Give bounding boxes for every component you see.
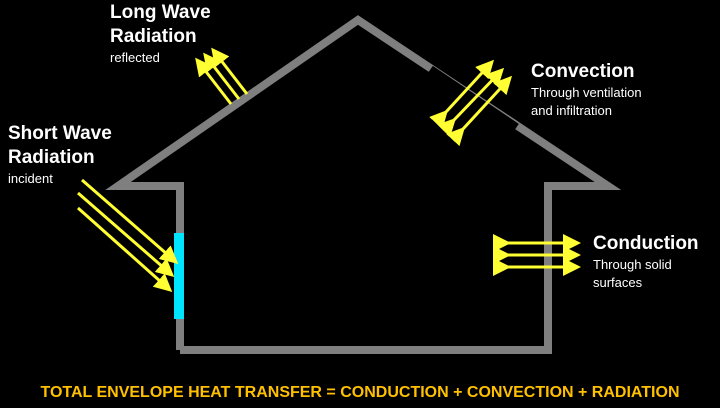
conduction-subtitle-line1: Through solid bbox=[593, 257, 672, 272]
yellow-arrow-icon bbox=[195, 57, 233, 105]
window-icon bbox=[174, 233, 184, 319]
short-wave-subtitle: incident bbox=[8, 171, 53, 186]
long-wave-label: Long Wave Radiation reflected bbox=[110, 1, 211, 67]
conduction-arrows bbox=[493, 234, 581, 276]
yellow-arrow-icon bbox=[81, 178, 179, 264]
convection-title: Convection bbox=[531, 61, 635, 82]
convection-subtitle-line2: and infiltration bbox=[531, 103, 612, 118]
yellow-arrow-icon bbox=[77, 191, 175, 277]
short-wave-label: Short Wave Radiation incident bbox=[8, 122, 112, 188]
conduction-subtitle-line2: surfaces bbox=[593, 275, 643, 290]
short-wave-title-line1: Short Wave bbox=[8, 123, 112, 144]
yellow-arrow-icon bbox=[211, 47, 249, 95]
short-wave-title-line2: Radiation bbox=[8, 147, 95, 168]
short-wave-arrows bbox=[77, 178, 179, 292]
footer-equation: TOTAL ENVELOPE HEAT TRANSFER = CONDUCTIO… bbox=[40, 384, 680, 401]
yellow-arrow-icon bbox=[203, 52, 241, 100]
conduction-title: Conduction bbox=[593, 233, 699, 254]
conduction-label: Conduction Through solid surfaces bbox=[593, 232, 699, 292]
yellow-arrow-icon bbox=[446, 75, 513, 147]
long-wave-arrows bbox=[195, 47, 249, 105]
yellow-arrow-icon bbox=[77, 206, 173, 292]
long-wave-title-line2: Radiation bbox=[110, 26, 197, 47]
convection-label: Convection Through ventilation and infil… bbox=[531, 60, 642, 120]
convection-subtitle-line1: Through ventilation bbox=[531, 85, 642, 100]
long-wave-subtitle: reflected bbox=[110, 50, 160, 65]
convection-arrows bbox=[429, 59, 513, 147]
long-wave-title-line1: Long Wave bbox=[110, 2, 211, 23]
